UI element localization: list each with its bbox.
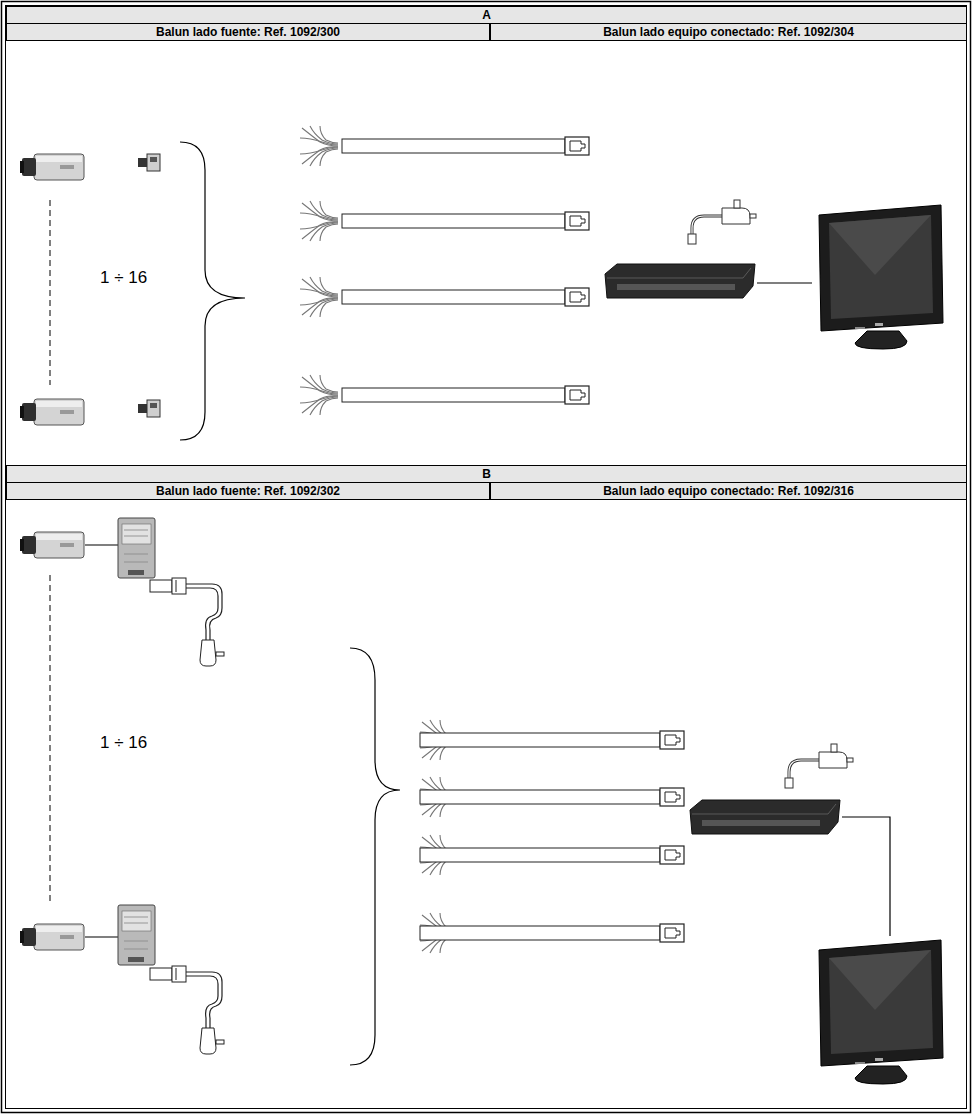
power-adapter [785,744,853,788]
balun-rack [605,264,755,298]
rj45-plug [565,288,589,306]
camera [20,924,84,950]
rj45-plug [565,137,589,155]
cable [420,848,660,862]
cell-text: Balun lado fuente: Ref. 1092/300 [152,24,344,40]
section-header: A [6,6,967,24]
camera [20,154,84,180]
table-cell: Balun lado fuente: Ref. 1092/302 [6,482,490,500]
cable [420,926,660,940]
cable [342,214,565,228]
video-line [85,936,118,937]
section-header: B [6,465,967,483]
camera [20,532,84,558]
twisted-pair [300,201,338,241]
table-cell: Balun lado fuente: Ref. 1092/300 [6,23,490,41]
video-line [757,282,812,283]
cable [342,388,565,402]
cell-text: Balun lado equipo conectado: Ref. 1092/3… [599,483,858,499]
table-cell: Balun lado equipo conectado: Ref. 1092/3… [490,23,967,41]
rj45-plug [565,386,589,404]
bracket [180,142,245,440]
cable [342,290,565,304]
twisted-pair [300,126,338,166]
cable [420,790,660,804]
power-adapter [688,200,756,244]
rj45-plug [565,212,589,230]
cell-text: Balun lado equipo conectado: Ref. 1092/3… [599,24,858,40]
video-line [85,544,118,545]
balun-symbol [138,154,160,171]
table-cell: Balun lado equipo conectado: Ref. 1092/3… [490,482,967,500]
cell-text: A [478,7,495,23]
twisted-pair [300,277,338,317]
bracket [350,648,400,1065]
section-b-art [20,518,943,1084]
cable [342,139,565,153]
twisted-pair [300,375,338,415]
video-line [842,817,890,936]
rj45-plug [660,924,684,942]
monitor [819,205,943,349]
rj45-plug [660,846,684,864]
rj45-plug [660,731,684,749]
monitor [819,940,943,1084]
dashed-line [50,575,51,905]
power-cable [150,966,224,1054]
count-label: 1 ÷ 16 [100,733,147,753]
dashed-line [50,200,51,385]
count-label: 1 ÷ 16 [100,268,147,288]
inner-border [6,6,967,1109]
section-a-art [20,126,943,440]
balun-box [118,518,155,578]
balun-rack [690,800,840,834]
balun-box [118,905,155,965]
rj45-plug [660,788,684,806]
cable [420,733,660,747]
cell-text: B [478,466,495,482]
camera [20,399,84,425]
balun-symbol [138,400,160,417]
cell-text: Balun lado fuente: Ref. 1092/302 [152,483,344,499]
power-cable [150,578,224,666]
